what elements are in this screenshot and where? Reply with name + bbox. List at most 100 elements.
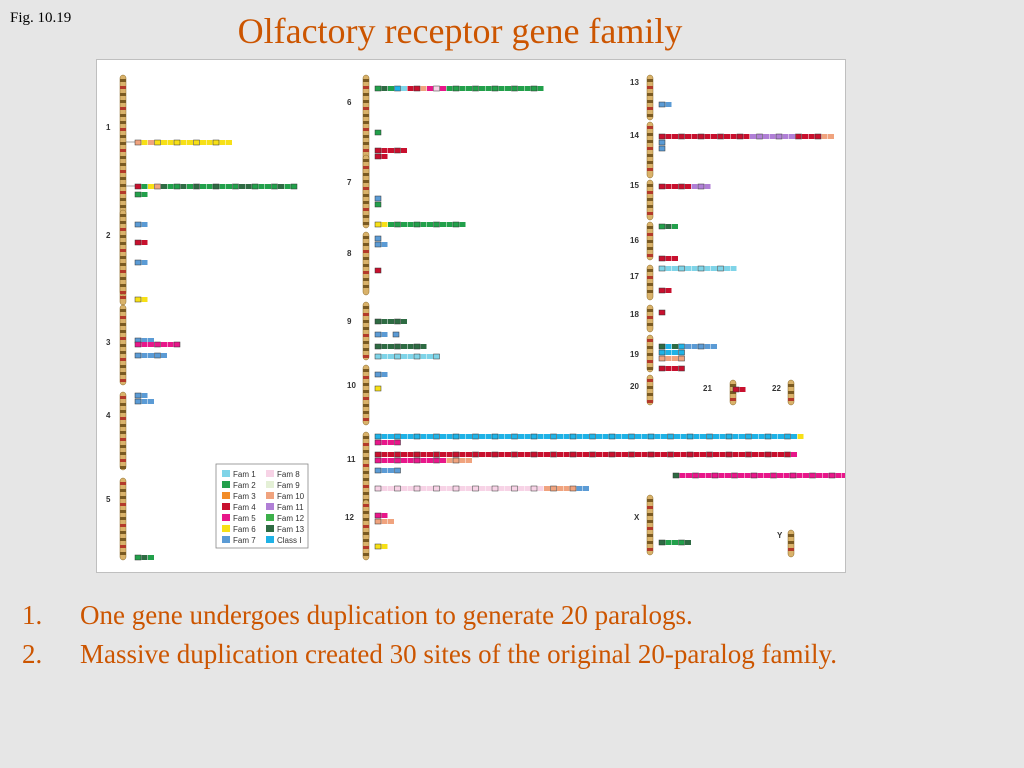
- legend-swatch: [266, 536, 274, 543]
- gene-box: [141, 260, 148, 265]
- gene-box: [544, 486, 550, 491]
- gene-box: [258, 184, 265, 189]
- gene-box: [401, 434, 407, 439]
- gene-box: [731, 472, 738, 479]
- gene-box: [758, 452, 765, 457]
- gene-box: [647, 451, 655, 458]
- chromosome-label: 13: [630, 78, 639, 87]
- gene-box: [472, 451, 479, 458]
- gene-box: [427, 222, 433, 227]
- chromosome-band: [647, 386, 653, 389]
- chromosome-band: [647, 93, 653, 96]
- chromosome-band: [647, 247, 653, 250]
- chromosome-band: [120, 351, 126, 354]
- chromosome-band: [363, 86, 369, 89]
- gene-box: [658, 265, 666, 272]
- gene-box: [479, 86, 485, 91]
- chromosome-band: [120, 410, 126, 413]
- gene-box: [667, 433, 674, 440]
- gene-box: [771, 452, 778, 457]
- chromosome-band: [363, 222, 369, 225]
- gene-box: [148, 555, 154, 560]
- legend-swatch: [222, 525, 230, 532]
- chromosome-band: [120, 316, 126, 319]
- chromosome-band: [363, 485, 369, 488]
- gene-box: [665, 102, 672, 107]
- gene-box: [440, 434, 446, 439]
- gene-box: [658, 139, 666, 146]
- gene-box: [641, 434, 648, 439]
- gene-box: [446, 452, 453, 457]
- gene-box: [381, 434, 388, 439]
- gene-box: [563, 452, 570, 457]
- legend-swatch: [266, 514, 274, 521]
- legend-label: Fam 10: [277, 492, 305, 501]
- gene-box: [658, 355, 666, 362]
- chromosome-label: 19: [630, 350, 639, 359]
- gene-box: [407, 354, 414, 359]
- chromosome-band: [120, 263, 126, 266]
- chromosome-label: 4: [106, 411, 111, 420]
- gene-box: [658, 365, 666, 372]
- gene-box: [795, 133, 802, 140]
- gene-box: [782, 134, 789, 139]
- bullet-list: 1. One gene undergoes duplication to gen…: [22, 596, 837, 674]
- gene-box: [485, 452, 492, 457]
- chromosome-band: [120, 517, 126, 520]
- gene-box: [576, 452, 583, 457]
- gene-box: [141, 342, 148, 347]
- gene-box: [433, 433, 440, 440]
- slide-title: Olfactory receptor gene family: [237, 11, 683, 51]
- gene-box: [672, 134, 678, 139]
- chromosome-band: [647, 290, 653, 293]
- gene-box: [686, 473, 692, 478]
- gene-box: [433, 221, 440, 228]
- chromosome-band: [363, 264, 369, 267]
- chromosome-band: [647, 107, 653, 110]
- chromosome-band: [647, 520, 653, 523]
- gene-box: [381, 452, 388, 457]
- gene-box: [141, 240, 148, 245]
- chromosome-band: [120, 221, 126, 224]
- chromosome-band: [120, 330, 126, 333]
- chromosome-band: [647, 233, 653, 236]
- gene-box: [394, 485, 401, 492]
- gene-box: [265, 184, 271, 189]
- gene-box: [736, 133, 744, 140]
- bullet-text: One gene undergoes duplication to genera…: [80, 600, 693, 630]
- gene-box: [180, 184, 187, 189]
- gene-box: [576, 486, 583, 491]
- gene-box: [413, 353, 421, 360]
- chromosome-band: [647, 400, 653, 403]
- gene-box: [784, 433, 791, 440]
- gene-box: [374, 318, 382, 325]
- gene-box: [654, 452, 661, 457]
- gene-box: [511, 85, 518, 92]
- gene-box: [674, 452, 680, 457]
- gene-box: [452, 85, 460, 92]
- chromosome-band: [788, 541, 794, 544]
- gene-box: [446, 434, 453, 439]
- gene-box: [381, 513, 388, 518]
- gene-box: [141, 140, 148, 145]
- gene-box: [777, 473, 783, 478]
- chromosome-band: [363, 457, 369, 460]
- legend-label: Class I: [277, 536, 301, 545]
- gene-box: [394, 147, 401, 154]
- gene-box: [374, 241, 382, 248]
- legend-swatch: [266, 481, 274, 488]
- gene-box: [466, 86, 472, 91]
- chromosome-label: 6: [347, 98, 352, 107]
- chromosome-band: [120, 142, 126, 145]
- gene-box: [686, 451, 694, 458]
- gene-box: [407, 344, 414, 349]
- gene-box: [693, 434, 700, 439]
- gene-box: [381, 354, 388, 359]
- gene-box: [374, 343, 382, 350]
- chromosome-band: [363, 518, 369, 521]
- gene-box: [665, 344, 672, 349]
- gene-box: [557, 486, 563, 491]
- gene-box: [589, 433, 596, 440]
- gene-box: [427, 86, 433, 91]
- gene-box: [537, 452, 544, 457]
